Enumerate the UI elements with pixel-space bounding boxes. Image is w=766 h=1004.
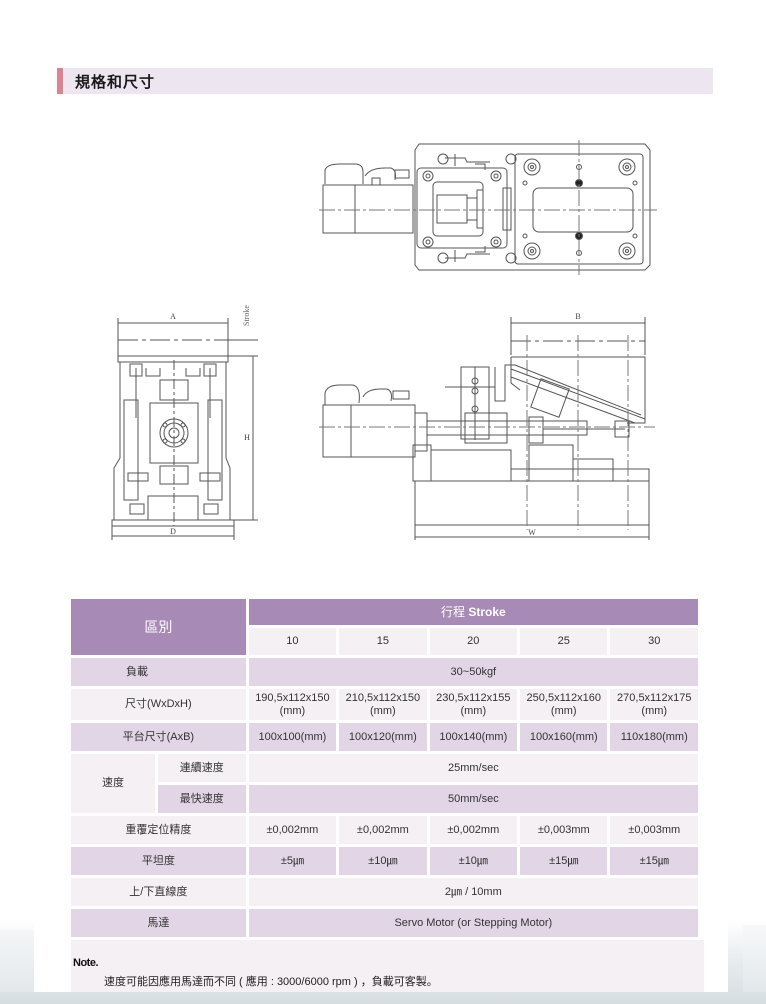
flatness-cell: ±10㎛	[429, 847, 518, 875]
row-label-flatness: 平坦度	[71, 847, 246, 875]
row-motor: 馬達 Servo Motor (or Stepping Motor)	[71, 909, 698, 937]
flatness-cell: ±10㎛	[339, 847, 427, 875]
stroke-col-10: 10	[248, 628, 337, 655]
motor-value: Servo Motor (or Stepping Motor)	[248, 909, 698, 937]
size-cell: 190,5x112x150(mm)	[248, 689, 337, 720]
row-speed-continuous: 速度 連續速度 25mm/sec	[71, 754, 698, 813]
side-view-drawing: B W	[315, 312, 660, 540]
repeatability-cell: ±0,002mm	[248, 816, 337, 844]
platform-cell: 100x100(mm)	[248, 723, 337, 751]
stroke-col-25: 25	[520, 628, 608, 655]
page-edge-right	[743, 925, 766, 992]
note-box	[71, 940, 704, 992]
note-title: Note.	[73, 957, 99, 969]
repeatability-cell: ±0,002mm	[429, 816, 518, 844]
row-straightness: 上/下直線度 2㎛ / 10mm	[71, 878, 698, 906]
header-stroke-label: Stroke	[468, 604, 506, 619]
load-value: 30~50kgf	[248, 658, 698, 686]
speed-continuous-value: 25mm/sec	[248, 754, 698, 782]
flatness-cell: ±5㎛	[248, 847, 337, 875]
platform-cell: 100x140(mm)	[429, 723, 518, 751]
spec-table: 區別 行程 Stroke 10 15 20 25 30 負載 30~50kgf …	[68, 596, 701, 940]
row-flatness: 平坦度 ±5㎛ ±10㎛ ±10㎛ ±15㎛ ±15㎛	[71, 847, 698, 875]
row-platform: 平台尺寸(AxB) 100x100(mm) 100x120(mm) 100x14…	[71, 723, 698, 751]
page-edge-left	[0, 930, 34, 992]
row-size: 尺寸(WxDxH) 190,5x112x150(mm) 210,5x112x15…	[71, 689, 698, 720]
note-text: 速度可能因應用馬達而不同 ( 應用 : 3000/6000 rpm ) ，負載可…	[104, 976, 438, 988]
platform-cell: 110x180(mm)	[610, 723, 698, 751]
row-label-speed-continuous: 連續速度	[157, 754, 246, 782]
section-accent-bar	[57, 68, 63, 94]
size-cell: 250,5x112x160(mm)	[520, 689, 608, 720]
section-header: 規格和尺寸	[57, 68, 713, 94]
top-view-drawing	[315, 140, 660, 275]
speed-max-value: 50mm/sec	[248, 785, 698, 813]
stroke-col-30: 30	[610, 628, 698, 655]
repeatability-cell: ±0,003mm	[610, 816, 698, 844]
stroke-col-15: 15	[339, 628, 427, 655]
front-view-drawing: A D H Stroke	[108, 305, 258, 543]
row-label-repeatability: 重覆定位精度	[71, 816, 246, 844]
row-label-motor: 馬達	[71, 909, 246, 937]
platform-cell: 100x160(mm)	[520, 723, 608, 751]
row-repeatability: 重覆定位精度 ±0,002mm ±0,002mm ±0,002mm ±0,003…	[71, 816, 698, 844]
repeatability-cell: ±0,003mm	[520, 816, 608, 844]
row-label-size: 尺寸(WxDxH)	[71, 689, 246, 720]
dim-label-w: W	[528, 528, 536, 537]
header-category: 區別	[71, 599, 246, 655]
row-label-speed-max: 最快速度	[157, 785, 246, 813]
dim-label-b: B	[575, 312, 580, 321]
header-stroke-prefix: 行程	[440, 604, 465, 619]
row-label-speed: 速度	[71, 754, 155, 813]
flatness-cell: ±15㎛	[520, 847, 608, 875]
dim-label-a: A	[170, 312, 176, 321]
dim-label-h: H	[244, 433, 250, 442]
row-label-platform: 平台尺寸(AxB)	[71, 723, 246, 751]
section-title: 規格和尺寸	[75, 73, 156, 91]
row-load: 負載 30~50kgf	[71, 658, 698, 686]
row-label-load: 負載	[71, 658, 246, 686]
row-speed-max: 最快速度 50mm/sec	[71, 785, 698, 813]
size-cell: 210,5x112x150(mm)	[339, 689, 427, 720]
size-cell: 230,5x112x155(mm)	[429, 689, 518, 720]
size-cell: 270,5x112x175(mm)	[610, 689, 698, 720]
repeatability-cell: ±0,002mm	[339, 816, 427, 844]
stroke-col-20: 20	[429, 628, 518, 655]
header-stroke: 行程 Stroke	[248, 599, 698, 625]
row-label-straightness: 上/下直線度	[71, 878, 246, 906]
flatness-cell: ±15㎛	[610, 847, 698, 875]
dim-label-stroke: Stroke	[242, 305, 251, 326]
platform-cell: 100x120(mm)	[339, 723, 427, 751]
straightness-value: 2㎛ / 10mm	[248, 878, 698, 906]
dim-label-d: D	[170, 527, 176, 536]
